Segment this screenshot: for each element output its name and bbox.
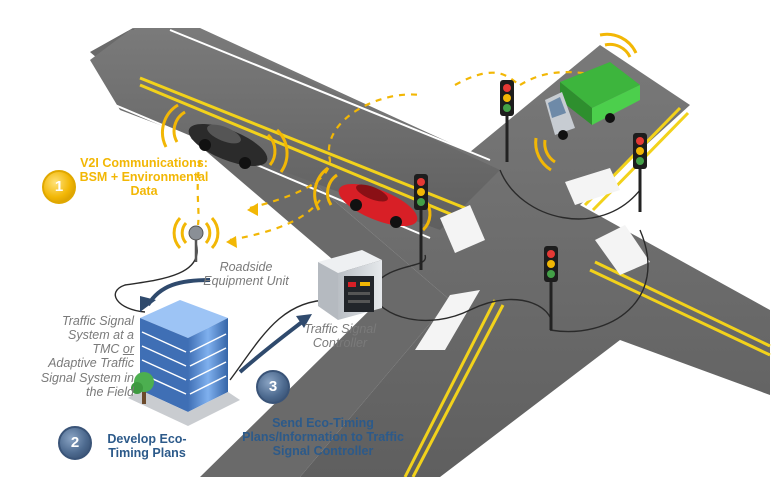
arrow-tmc-to-controller — [238, 320, 304, 374]
tmc-line-6: the Field — [86, 384, 134, 399]
step-3-badge: 3 — [256, 370, 290, 404]
controller-cabinet-icon — [318, 250, 382, 320]
traffic-light-icon — [544, 246, 558, 330]
traffic-light-icon — [500, 80, 514, 162]
tmc-line-4: Adaptive Traffic — [48, 356, 134, 371]
cross-road — [90, 28, 450, 477]
develop-label: Develop Eco-Timing Plans — [107, 432, 187, 461]
tmc-line-2: System at a — [68, 328, 134, 343]
step-1-badge: 1 — [42, 170, 76, 204]
tmc-line-3-or: or — [122, 342, 134, 357]
antenna-icon — [188, 225, 204, 262]
tmc-line-3a: TMC — [92, 342, 123, 357]
traffic-light-icon — [414, 174, 428, 270]
rsu-label: Roadside Equipment Unit — [203, 260, 289, 289]
send-label: Send Eco-Timing Plans/Information to Tra… — [242, 416, 404, 459]
building-icon — [128, 300, 240, 426]
crosswalks — [415, 168, 650, 350]
tmc-line-5: Signal System in — [40, 370, 134, 385]
step-2-badge: 2 — [58, 426, 92, 460]
black-car — [188, 124, 268, 169]
red-car — [338, 184, 418, 228]
tree-icon — [131, 372, 154, 404]
v2i-paths — [196, 71, 616, 242]
tmc-label: Traffic Signal System at a TMC or Adapti… — [4, 314, 134, 399]
controller-label: Traffic Signal Controller — [303, 322, 376, 351]
traffic-light-icon — [633, 133, 647, 212]
cables — [114, 169, 649, 381]
signal-waves — [161, 32, 638, 250]
v2i-label: V2I Communications: BSM + Environmental … — [79, 156, 209, 199]
traffic-lights — [414, 80, 647, 330]
tmc-line-1: Traffic Signal — [61, 314, 134, 328]
green-truck — [545, 62, 640, 140]
